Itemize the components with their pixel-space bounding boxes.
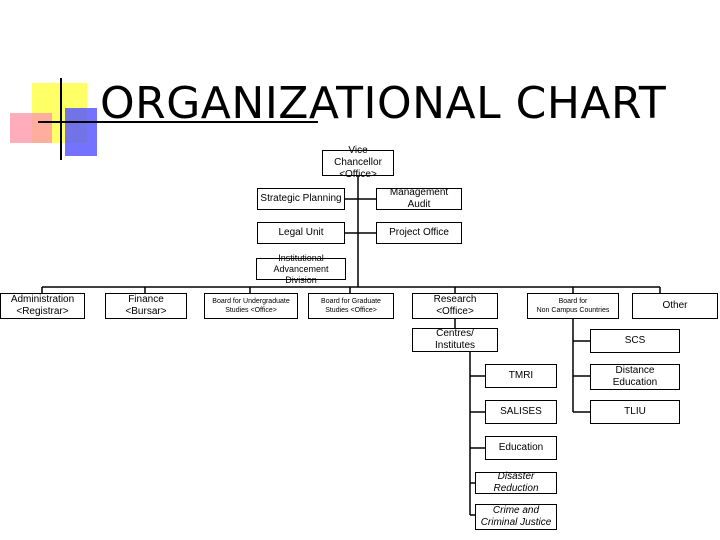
decor-horizontal-line: [38, 121, 318, 123]
node-administration: Administration <Registrar>: [0, 293, 85, 319]
node-board-undergraduate: Board for Undergraduate Studies <Office>: [204, 293, 298, 319]
node-disaster-reduction: Disaster Reduction: [475, 471, 557, 494]
node-tmri: TMRI: [485, 364, 557, 388]
node-project-office: Project Office: [376, 222, 462, 244]
node-board-graduate: Board for Graduate Studies <Office>: [308, 293, 394, 319]
node-crime-criminal-justice: Crime and Criminal Justice: [475, 504, 557, 530]
node-institutional-advancement: Institutional Advancement Division: [256, 253, 346, 285]
node-tliu: TLIU: [590, 400, 680, 424]
node-centres-institutes: Centres/ Institutes: [412, 328, 498, 352]
node-research: Research <Office>: [412, 293, 498, 319]
node-finance: Finance <Bursar>: [105, 293, 187, 319]
decor-vertical-line: [60, 78, 62, 160]
node-legal-unit: Legal Unit: [257, 222, 345, 244]
node-strategic-planning: Strategic Planning: [257, 188, 345, 210]
node-other: Other: [632, 293, 718, 319]
page-title: ORGANIZATIONAL CHART: [100, 78, 667, 129]
node-management-audit: Management Audit: [376, 187, 462, 210]
node-distance-education: Distance Education: [590, 364, 680, 390]
decor-blue-square: [65, 108, 97, 156]
decor-pink-square: [10, 113, 52, 143]
node-scs: SCS: [590, 329, 680, 353]
node-education: Education: [485, 436, 557, 460]
node-vice-chancellor: Vice Chancellor <Office>: [322, 145, 394, 180]
node-board-non-campus: Board for Non Campus Countries: [527, 293, 619, 319]
node-salises: SALISES: [485, 400, 557, 424]
